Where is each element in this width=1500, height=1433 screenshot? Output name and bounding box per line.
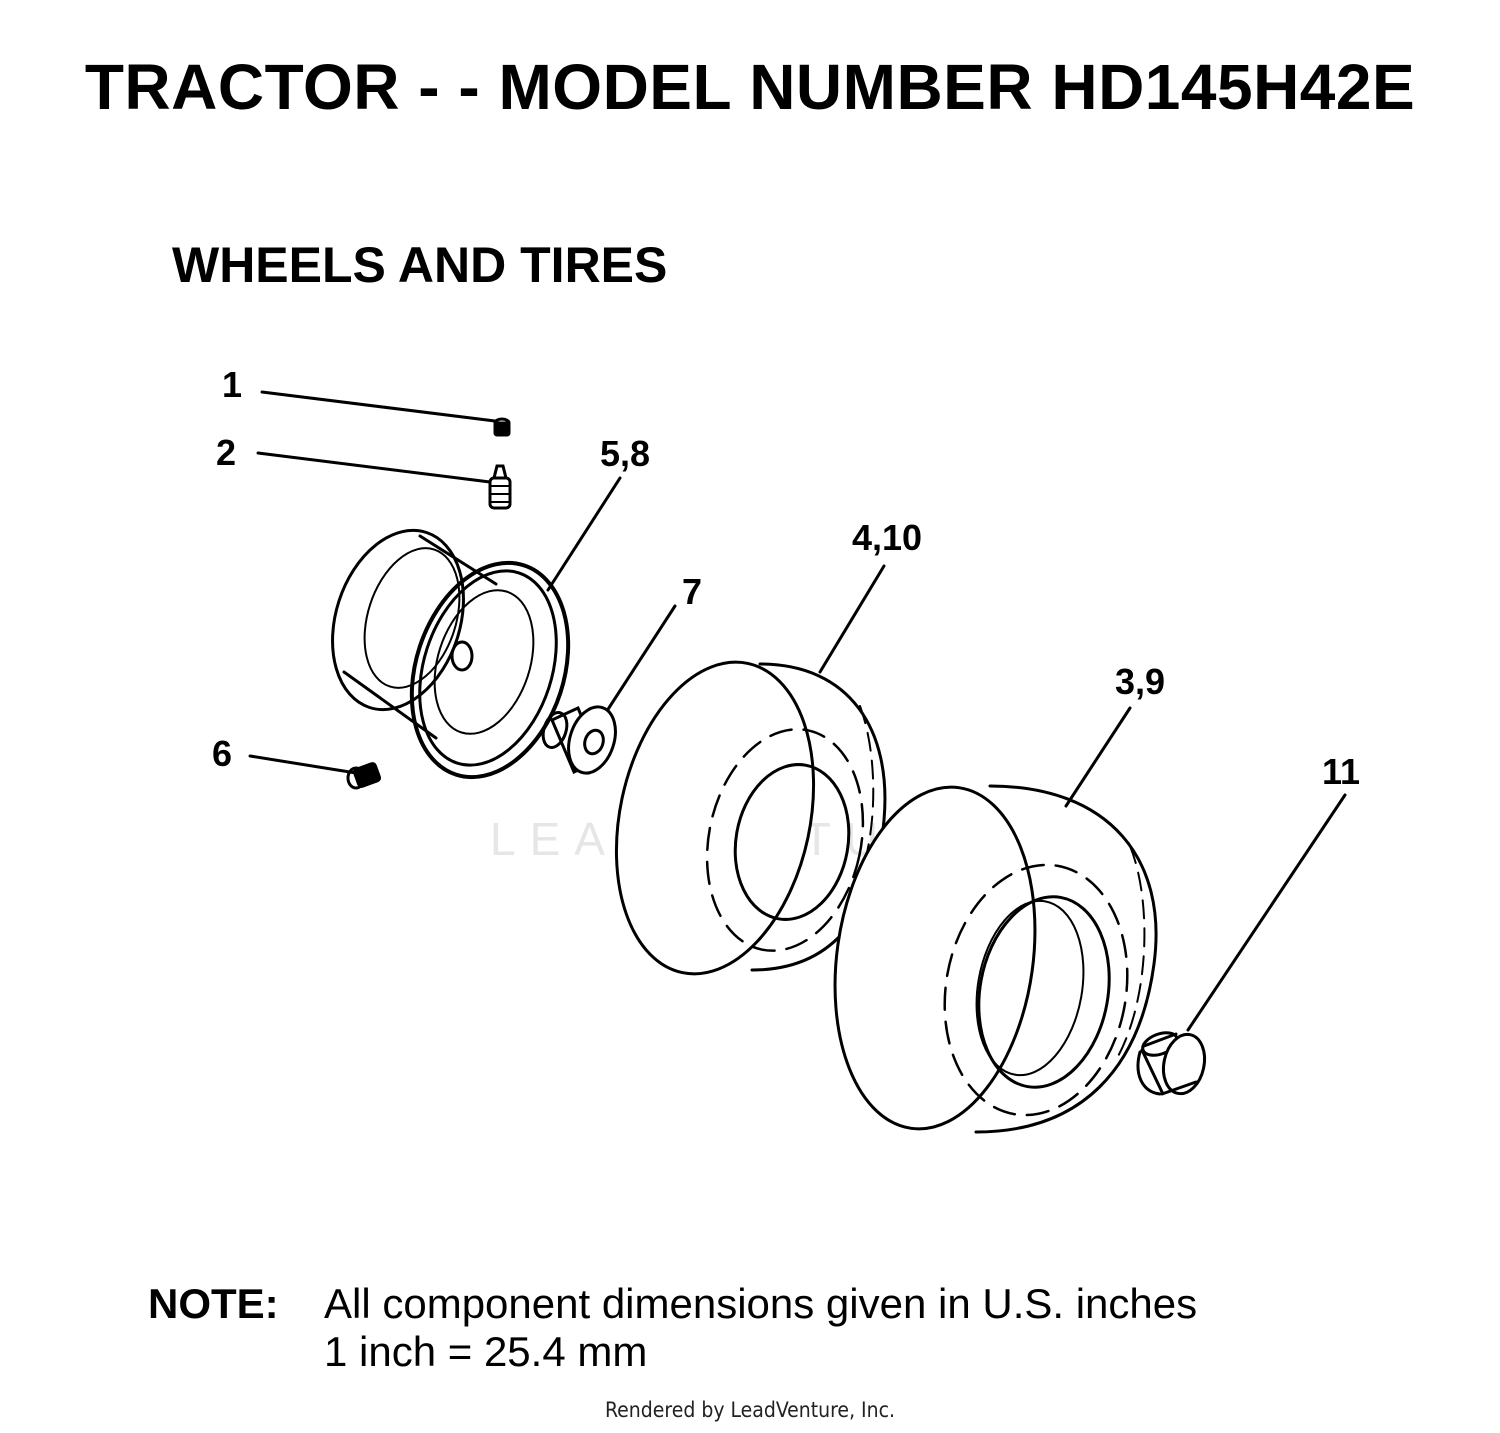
callout-3-9: 3,9 — [1115, 661, 1165, 702]
note-label: NOTE: — [148, 1280, 279, 1327]
rear-tire-part — [833, 784, 1158, 1134]
note-line-2: 1 inch = 25.4 mm — [324, 1328, 648, 1375]
callout-7: 7 — [682, 571, 702, 612]
front-tire-part — [614, 660, 887, 976]
lug-screw-part — [346, 762, 382, 790]
section-title: WHEELS AND TIRES — [172, 237, 668, 293]
page-title: TRACTOR - - MODEL NUMBER HD145H42E — [84, 51, 1416, 123]
note-line-1: All component dimensions given in U.S. i… — [324, 1280, 1198, 1327]
footer-credit: Rendered by LeadVenture, Inc. — [605, 1398, 895, 1422]
callout-1: 1 — [222, 364, 242, 405]
callout-5-8: 5,8 — [600, 433, 650, 474]
valve-cap-part — [493, 417, 511, 437]
hub-cap-part — [1136, 1028, 1207, 1096]
callout-4-10: 4,10 — [852, 517, 922, 558]
bushing-part — [541, 705, 617, 775]
callout-2: 2 — [216, 432, 236, 473]
dimension-note: NOTE: All component dimensions given in U… — [148, 1280, 1197, 1376]
callout-6: 6 — [212, 733, 232, 774]
wheel-rim-part — [331, 528, 571, 780]
callout-11: 11 — [1322, 751, 1360, 792]
leader-lines — [248, 390, 1347, 1032]
valve-stem-part — [488, 464, 512, 510]
